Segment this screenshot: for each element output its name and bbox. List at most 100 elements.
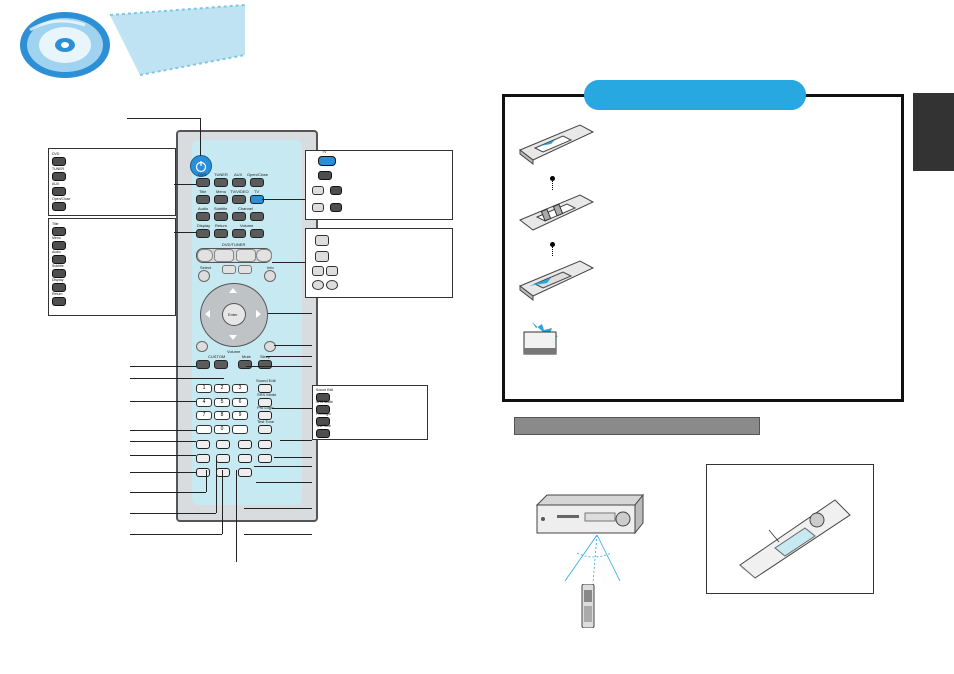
volume-down-top-button[interactable] [232,229,246,238]
srs-mode-label: SRS Mode [257,392,277,397]
subtitle-button[interactable] [214,212,228,221]
next-button[interactable] [256,249,272,262]
top_left_callout-button-0[interactable] [52,157,66,166]
tv-video-button[interactable] [232,195,246,204]
search-fwd-callout-button[interactable] [326,280,338,290]
numpad-key-10[interactable] [196,425,212,434]
prev-button[interactable] [197,249,213,262]
lower-button-3[interactable] [238,440,252,449]
lower-button-7[interactable] [238,454,252,463]
lower-button-10[interactable] [216,468,230,477]
right_lower_callout-label-3: Test Tone [316,424,331,428]
numpad-key-9[interactable]: 9 [232,411,248,420]
rewind-button[interactable] [214,249,234,262]
top_left_callout-button-3[interactable] [52,202,66,211]
leader-line [236,470,237,562]
stop-button[interactable] [238,265,252,274]
volume-plus-button[interactable] [264,341,276,352]
callout-menu-buttons [48,218,176,316]
volume-label: Volume [227,349,241,354]
open-close-button[interactable] [250,178,264,187]
channel-down-button[interactable] [232,212,246,221]
remote-angled-icon [739,499,851,580]
numpad-key-1[interactable]: 1 [196,384,212,393]
volume-callout-up[interactable] [330,203,342,212]
left_callout-button-5[interactable] [52,297,66,306]
left_callout-button-3[interactable] [52,269,66,278]
leader-line [130,366,196,367]
pro-logic-button[interactable] [258,411,272,420]
display-label: Display [197,223,211,228]
custom-button-1[interactable] [196,360,210,369]
leader-line [174,232,196,233]
mute-button[interactable] [238,360,252,369]
test-tone-button[interactable] [258,425,272,434]
volume-callout-down[interactable] [312,203,324,212]
lower-button-1[interactable] [196,440,210,449]
volume-minus-button[interactable] [196,341,208,352]
right_lower_callout-button-2[interactable] [316,417,330,426]
top_left_callout-button-1[interactable] [52,172,66,181]
skip-fwd-callout-button[interactable] [326,266,338,276]
numpad-key-11[interactable]: 0 [214,425,230,434]
channel-up-button[interactable] [250,212,264,221]
left_callout-label-4: Display [52,278,64,282]
play-button[interactable] [222,265,236,274]
aux-button[interactable] [232,178,246,187]
info-button[interactable] [264,270,276,282]
channel-callout-down[interactable] [312,186,324,195]
enter-button[interactable] [222,303,246,326]
lower-button-6[interactable] [216,454,230,463]
display-button[interactable] [196,229,210,238]
custom-button-2[interactable] [214,360,228,369]
remote-small-icon [581,584,595,628]
channel-callout-up[interactable] [330,186,342,195]
tv-callout-button[interactable] [318,156,336,166]
search-back-callout-button[interactable] [312,280,324,290]
sleep-button[interactable] [258,360,272,369]
tuner-button[interactable] [214,178,228,187]
top_left_callout-button-2[interactable] [52,187,66,196]
numpad-key-6[interactable]: 6 [232,398,248,407]
lower-button-8[interactable] [258,454,272,463]
sound-edit-button[interactable] [258,384,272,393]
lower-button-11[interactable] [238,468,252,477]
stop-callout-button[interactable] [315,251,329,262]
forward-button[interactable] [236,249,256,262]
left_callout-button-1[interactable] [52,241,66,250]
tv-video-callout-button[interactable] [318,171,332,180]
lower-button-2[interactable] [216,440,230,449]
numpad-key-7[interactable]: 7 [196,411,212,420]
srs-mode-button[interactable] [258,398,272,407]
audio-button[interactable] [196,212,210,221]
numpad-key-4[interactable]: 4 [196,398,212,407]
menu-button[interactable] [214,195,228,204]
numpad-key-8[interactable]: 8 [214,411,230,420]
numpad-key-12[interactable] [232,425,248,434]
play-callout-button[interactable] [315,235,329,246]
power-button[interactable] [190,155,212,177]
title-button[interactable] [196,195,210,204]
volume-up-top-button[interactable] [250,229,264,238]
numpad-key-5[interactable]: 5 [214,398,230,407]
lower-button-9[interactable] [196,468,210,477]
right_lower_callout-button-0[interactable] [316,393,330,402]
left_callout-button-2[interactable] [52,255,66,264]
lower-button-5[interactable] [196,454,210,463]
leader-line [130,492,206,493]
select-button[interactable] [198,270,210,282]
left_callout-button-4[interactable] [52,283,66,292]
right_lower_callout-button-3[interactable] [316,429,330,438]
dvd-button[interactable] [196,178,210,187]
lower-button-4[interactable] [258,440,272,449]
leader-line [206,470,207,492]
numpad-key-3[interactable]: 3 [232,384,248,393]
leader-line [200,118,201,156]
power-icon [195,161,207,173]
return-button[interactable] [214,229,228,238]
channel-label: Channel [238,206,253,211]
right_lower_callout-button-1[interactable] [316,405,330,414]
left_callout-button-0[interactable] [52,227,66,236]
skip-back-callout-button[interactable] [312,266,324,276]
numpad-key-2[interactable]: 2 [214,384,230,393]
